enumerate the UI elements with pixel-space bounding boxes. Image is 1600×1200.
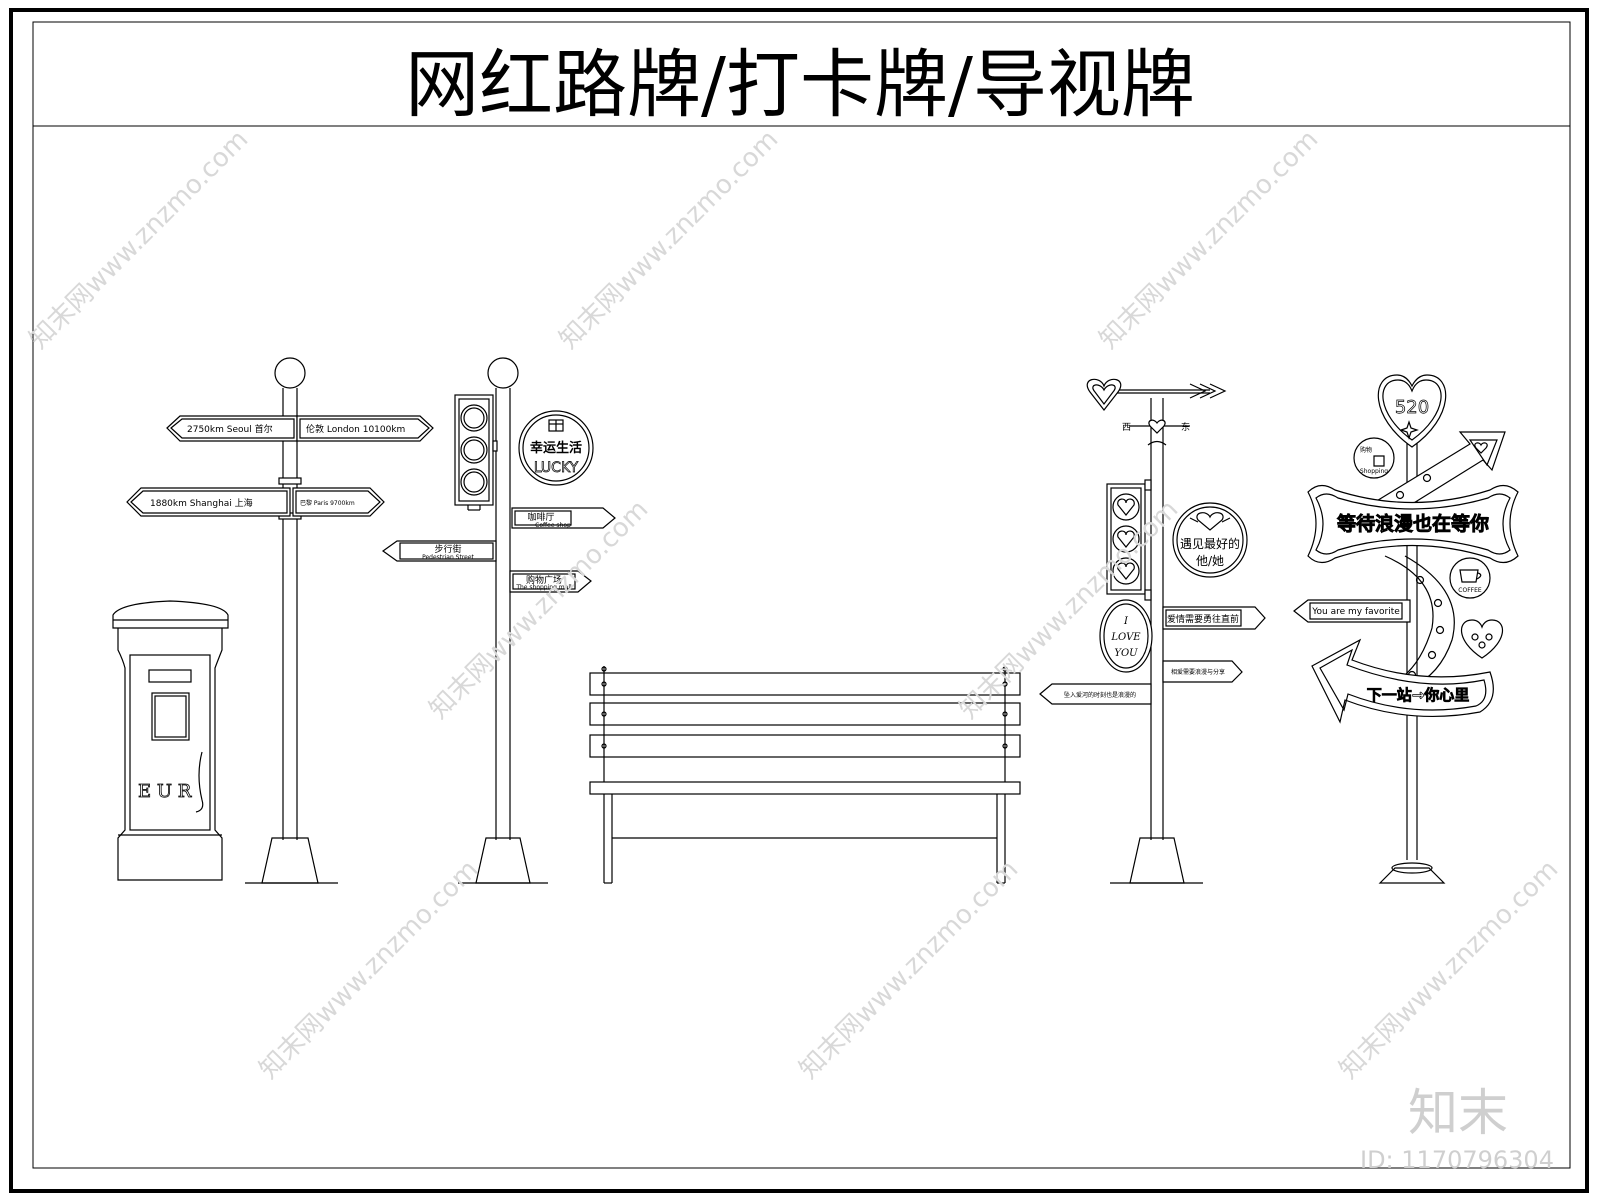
round-sign-lucky-en: LUCKY — [534, 460, 579, 476]
sign-love-b — [1162, 660, 1243, 683]
oval-sign-line1: I — [1123, 616, 1129, 627]
sign-street-cn: 步行街 — [434, 543, 461, 555]
sign-mall-en: The shopping mall — [515, 584, 572, 591]
shopping-cn: 购物 — [1360, 446, 1372, 454]
shopping-en: Shopping — [1360, 468, 1388, 475]
sign-paris-label: 巴黎 Paris 9700km — [300, 499, 355, 507]
sign-coffee — [511, 507, 616, 529]
sign-coffee-cn: 咖啡厅 — [527, 511, 554, 523]
sign-love-a-label: 爱情需要勇往直前 — [1167, 613, 1239, 625]
round-sign-meet-line1: 遇见最好的 — [1180, 536, 1240, 551]
watermark-text: 知末网www.znzmo.com — [24, 124, 255, 355]
round-sign-lucky — [518, 410, 594, 486]
sign-shanghai-label: 1880km Shanghai 上海 — [150, 497, 253, 509]
banner-text: 等待浪漫也在等你 — [1336, 512, 1489, 535]
oval-sign-line2: LOVE — [1110, 632, 1141, 643]
sign-seoul-label: 2750km Seoul 首尔 — [187, 423, 273, 435]
sign-street-en: Pedestrian Street — [422, 554, 474, 561]
sign-love-b-label: 相爱需要浪漫与分享 — [1171, 668, 1225, 676]
sign-love-c-label: 坠入爱河的时刻也是浪漫的 — [1064, 691, 1136, 699]
direction-east: 东 — [1181, 421, 1190, 433]
watermark-text: 知末网www.znzmo.com — [554, 124, 785, 355]
sign-coffee-en: Coffee shop — [535, 522, 571, 529]
mailbox: E U R — [112, 600, 229, 881]
heart-flowers — [1460, 619, 1504, 659]
signpost-love: 西 东 遇见最好的 他/她 I LOVE YOU 爱情需要勇 — [1039, 378, 1266, 884]
sign-paris — [292, 487, 385, 517]
round-sign-meet-line2: 他/她 — [1196, 554, 1224, 568]
signpost-cities: 2750km Seoul 首尔 伦敦 London 10100km 1880km… — [126, 357, 434, 884]
sign-520-installation: 520 购物 Shopping 等待浪漫也在等你 COFFEE You — [1293, 374, 1519, 884]
sign-mall — [509, 570, 592, 593]
watermark-brand: 知末 — [1408, 1084, 1508, 1142]
sign-mall-cn: 购物广场 — [526, 574, 562, 586]
coffee-badge — [1449, 557, 1491, 599]
mailbox-letters: E U R — [138, 781, 192, 802]
bench — [589, 666, 1021, 884]
heart-520 — [1377, 374, 1447, 448]
round-sign-lucky-cn: 幸运生活 — [530, 440, 582, 456]
watermark-text: 知末网www.znzmo.com — [254, 854, 485, 1085]
outer-border — [9, 8, 1589, 1193]
sign-street — [381, 540, 497, 562]
watermark-text: 知末网www.znzmo.com — [1334, 854, 1565, 1085]
inner-border — [32, 21, 1571, 1169]
sign-love-c — [1039, 683, 1152, 705]
sign-london — [296, 415, 434, 442]
coffee-label: COFFEE — [1458, 587, 1482, 594]
watermark-id: ID: 1170796304 — [1360, 1146, 1554, 1174]
watermark-text: 知末网www.znzmo.com — [1094, 124, 1325, 355]
oval-sign-iloveyou — [1099, 599, 1153, 673]
watermark-text: 知末网www.znzmo.com — [794, 854, 1025, 1085]
page-title: 网红路牌/打卡牌/导视牌 — [405, 42, 1195, 128]
watermark-layer: 知末网www.znzmo.com 知末网www.znzmo.com 知末网www… — [24, 124, 1565, 1174]
favorite-label: You are my favorite — [1311, 607, 1400, 617]
round-sign-meet — [1172, 502, 1248, 578]
direction-west: 西 — [1122, 422, 1131, 433]
sign-london-label: 伦敦 London 10100km — [306, 423, 405, 435]
oval-sign-line3: YOU — [1114, 648, 1138, 659]
sign-love-a — [1162, 606, 1266, 630]
banner-bow — [1307, 484, 1519, 564]
heart-520-number: 520 — [1395, 397, 1429, 418]
signpost-lucky: 幸运生活 LUCKY 咖啡厅 Coffee shop 步行街 Pedestria… — [381, 357, 616, 884]
sign-favorite — [1293, 599, 1411, 623]
sign-shanghai — [126, 487, 291, 517]
next-stop-text: 下一站→你心里 — [1367, 686, 1470, 704]
